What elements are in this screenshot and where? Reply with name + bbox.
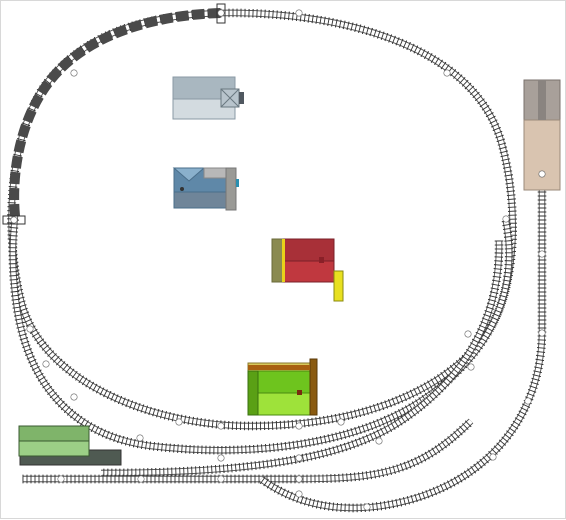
- green-platform[interactable]: [18, 425, 122, 466]
- track-connection-node-3[interactable]: [502, 215, 510, 223]
- nodes-layer: [10, 9, 546, 511]
- track-connection-node-16[interactable]: [175, 418, 183, 426]
- track-connection-node-8[interactable]: [489, 453, 497, 461]
- track-connection-node-17[interactable]: [217, 422, 225, 430]
- track-connection-node-6[interactable]: [538, 329, 546, 337]
- track-connection-node-21[interactable]: [295, 454, 303, 462]
- track-connection-node-11[interactable]: [10, 216, 18, 224]
- track-connection-node-20[interactable]: [217, 454, 225, 462]
- track-connection-node-25[interactable]: [217, 475, 225, 483]
- bottom-straight[interactable]: [22, 418, 474, 484]
- inner-oval-loop[interactable]: [8, 215, 514, 455]
- track-connection-node-19[interactable]: [337, 418, 345, 426]
- track-end-marker-top: [216, 3, 226, 24]
- track-connection-node-4[interactable]: [538, 170, 546, 178]
- track-connection-node-28[interactable]: [295, 490, 303, 498]
- tan-warehouse[interactable]: [523, 79, 561, 191]
- buildings-layer: [18, 76, 561, 466]
- track-connection-node-9[interactable]: [467, 363, 475, 371]
- track-connection-node-10[interactable]: [464, 330, 472, 338]
- track-connection-node-12[interactable]: [26, 325, 34, 333]
- grey-station-building[interactable]: [172, 76, 244, 120]
- track-connection-node-29[interactable]: [70, 69, 78, 77]
- track-connection-node-15[interactable]: [136, 434, 144, 442]
- track-connection-node-0[interactable]: [217, 9, 225, 17]
- track-connection-node-18[interactable]: [295, 422, 303, 430]
- track-connection-node-14[interactable]: [70, 393, 78, 401]
- track-end-marker-left: [2, 215, 26, 225]
- highlight-track-section[interactable]: [9, 8, 222, 217]
- track-connection-node-13[interactable]: [42, 360, 50, 368]
- red-barn[interactable]: [271, 238, 344, 302]
- blue-house[interactable]: [172, 167, 239, 211]
- tracks-layer: [2, 3, 547, 513]
- track-connection-node-24[interactable]: [137, 475, 145, 483]
- right-siding[interactable]: [259, 95, 547, 513]
- track-connection-node-7[interactable]: [524, 397, 532, 405]
- passing-loop[interactable]: [100, 240, 504, 478]
- green-shed[interactable]: [247, 358, 318, 416]
- track-connection-node-22[interactable]: [375, 437, 383, 445]
- track-connection-node-2[interactable]: [443, 69, 451, 77]
- track-connection-node-1[interactable]: [295, 9, 303, 17]
- track-connection-node-23[interactable]: [57, 475, 65, 483]
- track-connection-node-26[interactable]: [295, 475, 303, 483]
- track-connection-node-27[interactable]: [363, 503, 371, 511]
- track-connection-node-5[interactable]: [538, 250, 546, 258]
